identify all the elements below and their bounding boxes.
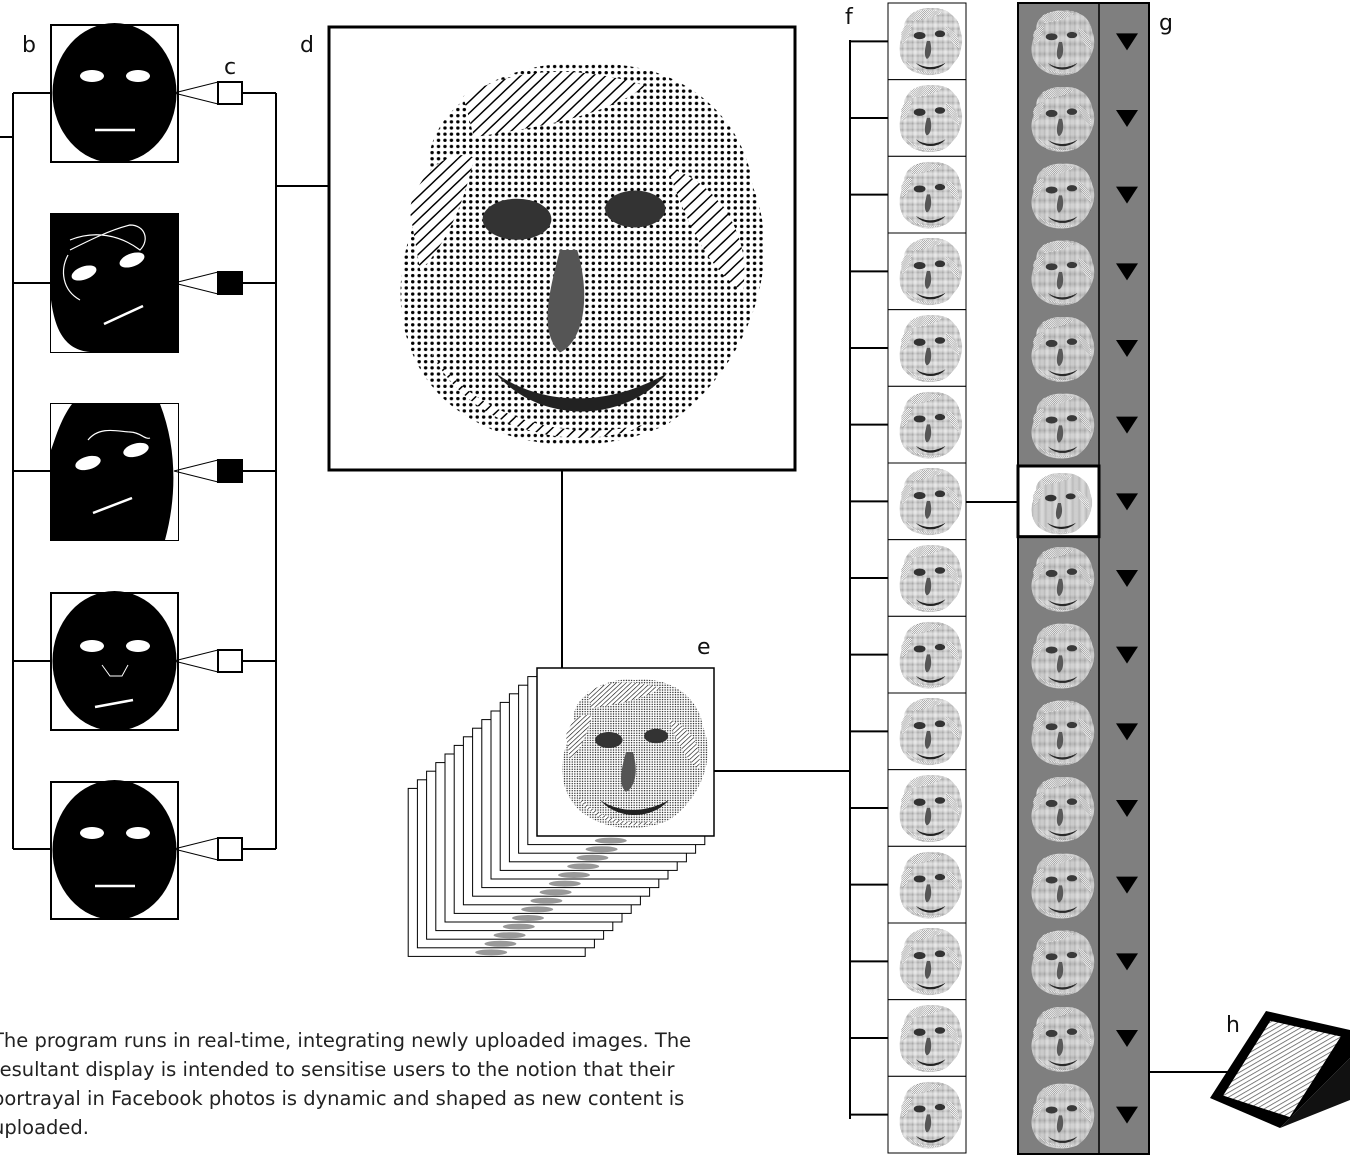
face-panel [51,780,178,920]
column-f-thumbnail [850,156,966,233]
column-f-thumbnail [850,693,966,770]
label-e: e [697,635,711,660]
column-f-thumbnail [850,233,966,310]
column-f-thumbnail [850,923,966,1000]
column-f-thumbnail [850,1076,966,1153]
label-g: g [1159,11,1173,36]
label-h: h [1226,1013,1240,1038]
panel-f-column [850,3,1018,1153]
column-f-thumbnail [850,616,966,693]
panel-g-column [1018,3,1230,1154]
face-panel [51,23,178,163]
label-b: b [22,33,36,58]
column-f-thumbnail [850,80,966,157]
panel-b [0,23,178,920]
column-f-thumbnail [850,770,966,847]
label-f: f [845,5,854,30]
column-f-thumbnail [850,1000,966,1077]
column-f-thumbnail [850,3,966,80]
column-f-thumbnail [850,463,966,540]
column-f-thumbnail [850,310,966,387]
panel-c-connectors [174,82,329,860]
column-f-thumbnail [850,540,966,617]
label-d: d [300,33,314,58]
caption-text: The program runs in real-time, integrati… [0,1026,712,1142]
face-panel [51,214,178,352]
panel-e-top-frame [537,668,850,836]
label-c: c [224,55,236,80]
column-f-thumbnail [850,846,966,923]
panel-d-composite [329,27,795,668]
column-f-thumbnail [850,386,966,463]
face-panel [51,404,178,540]
face-panel [51,591,178,731]
